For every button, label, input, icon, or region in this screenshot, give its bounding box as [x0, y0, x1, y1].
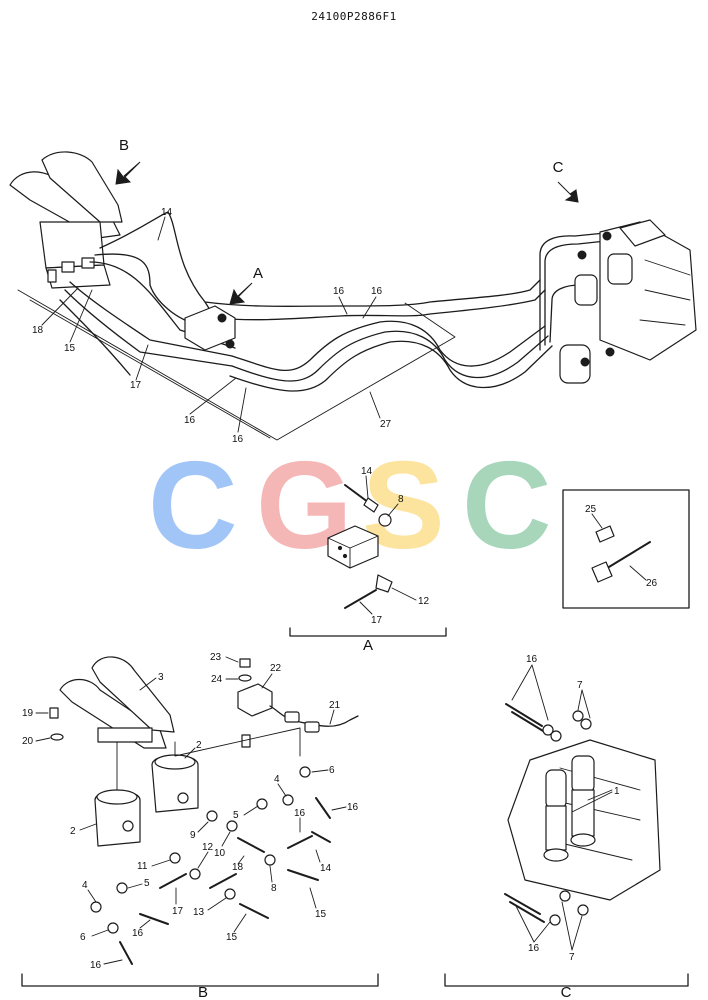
view-arrow-c: C	[553, 159, 579, 203]
control-valve-right	[539, 219, 697, 384]
callout-b-2b: 2	[70, 826, 76, 837]
view-arrow-label: B	[119, 137, 129, 154]
section-b-bracket	[21, 973, 379, 987]
callout-c-16b: 16	[528, 943, 540, 954]
callout-b-5a: 5	[233, 810, 239, 821]
main-assembly-view: B C A 14 16 16 18 15 17 16 16	[9, 137, 697, 445]
pedal-unit	[9, 151, 123, 289]
callout-main-16a: 16	[333, 286, 345, 297]
callout-b-4a: 4	[274, 774, 280, 785]
callout-main-18: 18	[32, 325, 44, 336]
main-callouts: 14 16 16 18 15 17 16 16 27	[32, 207, 392, 445]
callout-c-7b: 7	[569, 952, 575, 963]
watermark-letter-c2: C	[462, 437, 552, 575]
callout-b-16d: 16	[90, 960, 102, 971]
callout-a-14: 14	[361, 466, 373, 477]
callout-b-2a: 2	[196, 740, 202, 751]
callout-b-22: 22	[270, 663, 282, 674]
callout-a-26: 26	[646, 578, 658, 589]
callout-b-17: 17	[172, 906, 184, 917]
section-c-title: C	[561, 984, 572, 1000]
callout-a-12: 12	[418, 596, 430, 607]
callout-b-4b: 4	[82, 880, 88, 891]
callout-b-23: 23	[210, 652, 222, 663]
callout-b-6b: 6	[80, 932, 86, 943]
detail-a: 14 8 12 17 A	[289, 466, 447, 654]
detail-b: 23 22 24 3 21 19 20 2 2 4 6 5 16 16 9 10…	[21, 652, 379, 1000]
view-arrow-a: A	[229, 265, 263, 305]
watermark-letter-c1: C	[148, 437, 238, 575]
view-arrow-b: B	[115, 137, 141, 185]
callout-b-14: 14	[320, 863, 332, 874]
callout-c-7a: 7	[577, 680, 583, 691]
view-arrow-label: C	[553, 159, 564, 176]
callout-b-9: 9	[190, 830, 196, 841]
callout-b-11: 11	[137, 861, 148, 872]
section-a-title: A	[363, 637, 373, 654]
detail-a-inset: 25 26	[562, 489, 690, 609]
section-a-bracket	[289, 627, 447, 637]
callout-b-16b: 16	[294, 808, 306, 819]
callout-c-16a: 16	[526, 654, 538, 665]
drawing-number: 24100P2886F1	[311, 10, 396, 23]
callout-b-20: 20	[22, 736, 34, 747]
callout-main-16b: 16	[371, 286, 383, 297]
callout-b-15a: 15	[315, 909, 327, 920]
section-c-bracket	[444, 973, 689, 987]
callout-a-17: 17	[371, 615, 383, 626]
callout-a-8: 8	[398, 494, 404, 505]
callout-b-6a: 6	[329, 765, 335, 776]
callout-c-1: 1	[614, 786, 620, 797]
hose-bundle	[59, 211, 553, 392]
valve-block-a-location	[184, 305, 236, 351]
callout-b-15b: 15	[226, 932, 238, 943]
detail-c: 16 7 1 16 7 C	[444, 654, 689, 1000]
callout-b-24: 24	[211, 674, 223, 685]
floor-plate	[17, 289, 456, 441]
callout-b-12: 12	[202, 842, 214, 853]
callout-main-14: 14	[161, 207, 173, 218]
callout-b-10: 10	[214, 848, 226, 859]
callout-main-15: 15	[64, 343, 76, 354]
callout-b-3: 3	[158, 672, 164, 683]
callout-main-17: 17	[130, 380, 142, 391]
callout-b-21: 21	[329, 700, 341, 711]
view-arrow-label: A	[253, 265, 263, 282]
callout-b-16c: 16	[132, 928, 144, 939]
callout-b-8: 8	[271, 883, 277, 894]
callout-b-16a: 16	[347, 802, 359, 813]
callout-b-13: 13	[193, 907, 205, 918]
callout-main-16c: 16	[184, 415, 196, 426]
callout-main-27: 27	[380, 419, 392, 430]
callout-a-25: 25	[585, 504, 597, 515]
section-b-title: B	[198, 984, 208, 1000]
callout-main-16d: 16	[232, 434, 244, 445]
callout-b-19: 19	[22, 708, 34, 719]
callout-b-18: 18	[232, 862, 244, 873]
callout-b-5b: 5	[144, 878, 150, 889]
